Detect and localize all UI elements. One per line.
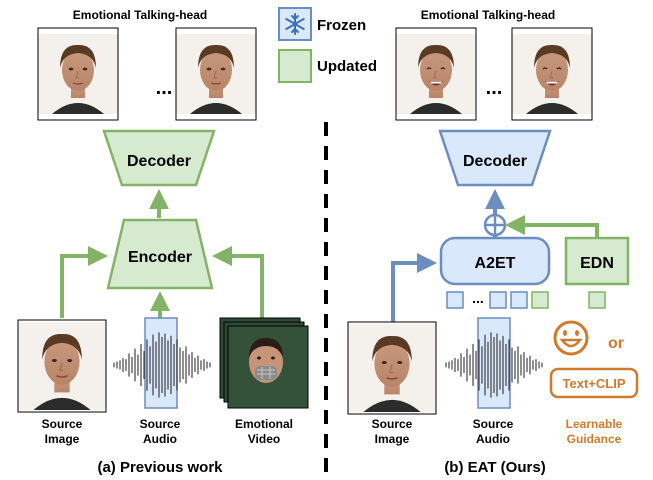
right-source-image bbox=[347, 321, 437, 415]
text-clip-box: Text+CLIP bbox=[549, 367, 639, 399]
left-decoder-block: Decoder bbox=[102, 129, 216, 187]
right-panel: Emotional Talking-head ... Decoder A2ET bbox=[347, 8, 639, 476]
left-emotional-video-label-2: Video bbox=[248, 432, 280, 446]
left-top-title: Emotional Talking-head bbox=[73, 8, 207, 22]
edn-token bbox=[588, 291, 606, 309]
a2et-block: A2ET bbox=[439, 236, 551, 286]
a2et-label: A2ET bbox=[475, 255, 516, 272]
guidance-label-1: Learnable bbox=[566, 417, 623, 431]
audio-token bbox=[510, 291, 528, 309]
smiley-icon bbox=[553, 320, 589, 356]
left-source-audio-label-1: Source bbox=[140, 417, 181, 431]
right-source-audio bbox=[445, 317, 543, 409]
source-image-to-encoder-arrow bbox=[60, 246, 108, 318]
or-label: or bbox=[608, 335, 624, 352]
legend-updated-label: Updated bbox=[317, 58, 377, 75]
text-clip-label: Text+CLIP bbox=[563, 376, 626, 391]
right-output-frame-2 bbox=[511, 27, 593, 121]
left-emotional-video bbox=[219, 317, 309, 409]
left-output-ellipsis: ... bbox=[156, 77, 173, 99]
guidance-label-2: Guidance bbox=[567, 432, 622, 446]
legend-frozen: Frozen bbox=[278, 7, 366, 41]
source-image-to-a2et-arrow bbox=[391, 253, 437, 322]
right-top-title: Emotional Talking-head bbox=[421, 8, 555, 22]
left-output-frame-1 bbox=[37, 27, 119, 121]
left-caption: (a) Previous work bbox=[97, 459, 223, 476]
left-encoder-block: Encoder bbox=[106, 218, 214, 290]
right-source-audio-label-2: Audio bbox=[476, 432, 510, 446]
emotion-token bbox=[531, 291, 549, 309]
right-source-image-label-2: Image bbox=[375, 432, 410, 446]
left-source-audio-label-2: Audio bbox=[143, 432, 177, 446]
right-source-image-label-1: Source bbox=[372, 417, 413, 431]
right-output-frame-1 bbox=[395, 27, 477, 121]
left-panel: Emotional Talking-head ... Decoder Encod… bbox=[17, 8, 309, 476]
plus-icon bbox=[483, 213, 507, 237]
token-ellipsis: ... bbox=[472, 290, 484, 306]
left-source-image bbox=[17, 319, 107, 413]
left-output-frame-2 bbox=[175, 27, 257, 121]
right-decoder-block: Decoder bbox=[438, 129, 552, 187]
right-output-ellipsis: ... bbox=[486, 77, 503, 99]
right-decoder-label: Decoder bbox=[463, 153, 527, 170]
left-emotional-video-label-1: Emotional bbox=[235, 417, 293, 431]
left-encoder-label: Encoder bbox=[128, 249, 192, 266]
legend: Frozen Updated bbox=[278, 7, 377, 83]
edn-block: EDN bbox=[564, 236, 630, 286]
legend-updated: Updated bbox=[278, 49, 377, 83]
left-source-image-label-1: Source bbox=[42, 417, 83, 431]
legend-frozen-label: Frozen bbox=[317, 17, 366, 34]
edn-label: EDN bbox=[580, 255, 614, 272]
right-source-audio-label-1: Source bbox=[473, 417, 514, 431]
left-decoder-label: Decoder bbox=[127, 153, 191, 170]
edn-to-sum-arrow bbox=[505, 215, 599, 238]
left-source-audio bbox=[113, 317, 211, 409]
video-to-encoder-arrow bbox=[212, 246, 264, 318]
token-row: ... bbox=[446, 290, 606, 309]
audio-token bbox=[489, 291, 507, 309]
audio-token bbox=[446, 291, 464, 309]
snowflake-icon bbox=[285, 13, 305, 35]
right-caption: (b) EAT (Ours) bbox=[444, 459, 545, 476]
left-source-image-label-2: Image bbox=[45, 432, 80, 446]
